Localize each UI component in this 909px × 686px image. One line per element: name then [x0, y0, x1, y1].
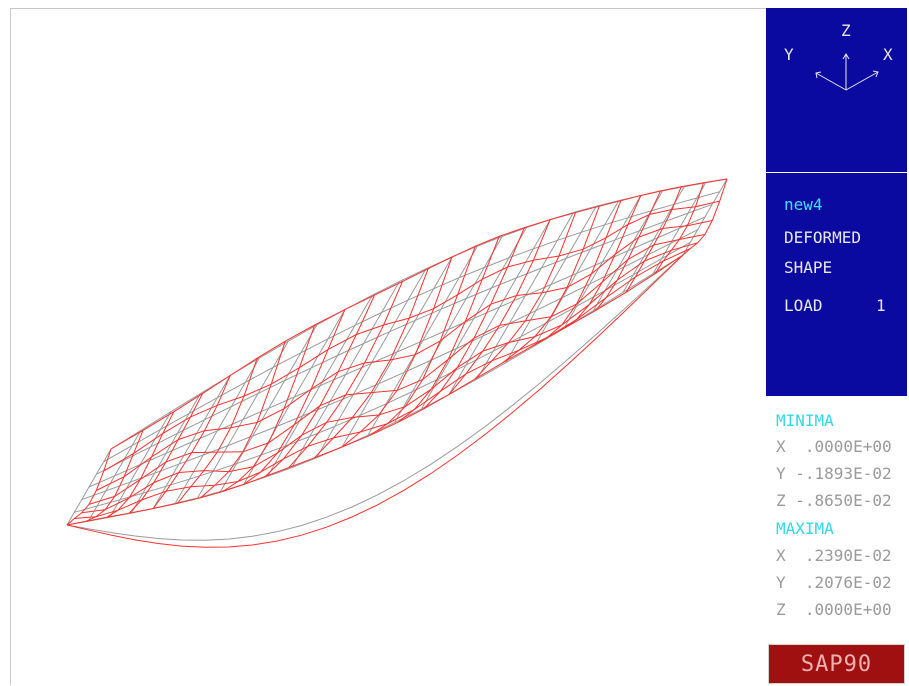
deformed-mesh-line	[200, 341, 286, 499]
view-title-line2: SHAPE	[784, 258, 833, 277]
undeformed-mesh-line	[421, 227, 527, 410]
deformed-mesh-line	[85, 430, 144, 522]
y-axis-label: Y	[784, 45, 794, 64]
deformed-mesh-line	[502, 206, 600, 364]
deformed-mesh-line	[474, 212, 577, 380]
undeformed-mesh-line	[316, 268, 427, 459]
deformed-mesh-line	[88, 233, 706, 505]
undeformed-mesh-line	[66, 448, 112, 526]
undeformed-mesh-line	[267, 294, 373, 477]
minima-z: Z -.8650E-02	[776, 491, 892, 510]
z-axis-label: Z	[841, 21, 851, 40]
axis-triad-icon: Z Y X	[784, 21, 893, 91]
undeformed-mesh-line	[563, 195, 642, 329]
deformed-mesh-line	[222, 324, 316, 492]
deformed-mesh-line	[152, 375, 231, 509]
deformed-mesh-line	[96, 220, 713, 491]
undeformed-mesh-line	[448, 219, 551, 395]
view-title-line1: DEFORMED	[784, 228, 862, 247]
load-label: LOAD	[784, 296, 823, 315]
maxima-x: X .2390E-02	[776, 546, 892, 565]
deformed-mesh-line	[106, 411, 175, 518]
undeformed-hull-edge	[66, 254, 684, 541]
deformed-mesh-line	[66, 448, 112, 526]
deformed-mesh-line	[448, 219, 551, 395]
undeformed-mesh-line	[174, 357, 260, 504]
undeformed-mesh-line	[367, 245, 478, 436]
deformed-mesh-line	[532, 200, 622, 347]
maxima-z: Z .0000E+00	[776, 600, 892, 619]
undeformed-mesh-line	[476, 212, 574, 380]
undeformed-mesh-line	[341, 256, 453, 448]
side-panel: Z Y X new4 DEFORMED SHAPE LOAD 1 MINIMA …	[766, 8, 907, 684]
deformed-mesh-line	[625, 186, 682, 293]
x-axis-label: X	[883, 45, 893, 64]
model-info-panel: new4 DEFORMED SHAPE LOAD 1	[766, 173, 907, 396]
undeformed-mesh-line	[534, 200, 620, 347]
deformed-mesh-line	[288, 281, 403, 468]
load-number: 1	[876, 296, 886, 315]
deformed-mesh-line	[243, 309, 346, 485]
deformed-mesh-line	[177, 357, 258, 504]
sap90-logo-button[interactable]: SAP90	[768, 644, 905, 684]
deformed-mesh-line	[595, 190, 661, 311]
deformed-mesh-line	[397, 236, 500, 423]
deformed-mesh-line	[563, 195, 642, 329]
undeformed-mesh-line	[130, 393, 202, 514]
deformed-mesh-line	[128, 393, 204, 514]
minima-y: Y -.1893E-02	[776, 464, 892, 483]
undeformed-mesh-line	[682, 178, 728, 256]
maxima-y: Y .2076E-02	[776, 573, 892, 592]
undeformed-mesh-line	[505, 205, 597, 364]
deformed-mesh-line	[265, 294, 376, 477]
minima-x: X .0000E+00	[776, 437, 892, 456]
deformed-shape-plot	[66, 178, 728, 548]
axes-orientation-panel: Z Y X	[766, 8, 907, 172]
undeformed-mesh-line	[652, 182, 707, 274]
minima-heading: MINIMA	[776, 411, 834, 430]
deformed-mesh-line	[682, 178, 728, 256]
deformed-mesh-line	[369, 246, 476, 436]
undeformed-mesh-line	[220, 324, 318, 492]
deformed-mesh-line	[341, 256, 453, 448]
undeformed-mesh-line	[87, 430, 142, 522]
deformed-mesh-line	[103, 200, 720, 472]
deformed-mesh-line	[314, 268, 429, 459]
graphics-viewport[interactable]	[10, 8, 767, 685]
undeformed-mesh-line	[197, 340, 289, 499]
undeformed-mesh-line	[152, 375, 231, 509]
model-name: new4	[784, 195, 823, 214]
undeformed-mesh-line	[394, 236, 503, 423]
displacement-extrema-panel: MINIMA X .0000E+00 Y -.1893E-02 Z -.8650…	[766, 397, 907, 641]
deformed-mesh-line	[423, 227, 525, 410]
maxima-heading: MAXIMA	[776, 519, 834, 538]
deformed-mesh-line	[654, 182, 704, 274]
deformed-hull-edge	[66, 254, 684, 548]
undeformed-mesh-line	[291, 281, 400, 468]
